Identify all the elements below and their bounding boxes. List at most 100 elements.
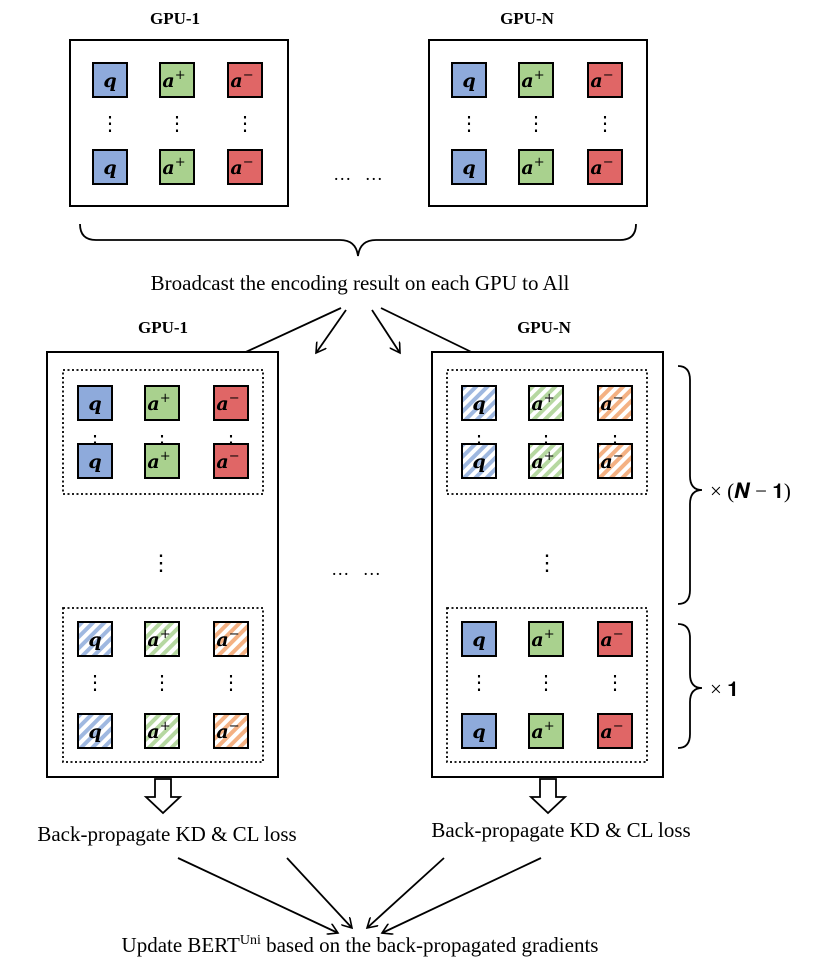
cell-a-plus (528, 621, 564, 657)
vdots-glyph: ⋮ (100, 113, 120, 135)
brace-one (677, 623, 703, 749)
cell-symbol: q (88, 451, 101, 473)
cell-symbol: q (472, 451, 485, 473)
top-brace (79, 223, 637, 257)
cell-a-plus (144, 621, 180, 657)
backprop-text-right: Back-propagate KD & CL loss (431, 818, 690, 842)
cell-a-plus (159, 62, 195, 98)
cell-a-plus (528, 443, 564, 479)
broadcast-arrow-3 (371, 309, 400, 353)
cell-a-plus (144, 713, 180, 749)
bottom-gpun-box (431, 351, 664, 778)
cell-symbol: q (88, 721, 101, 743)
bottom-gpu1-label: GPU-1 (138, 318, 188, 337)
update-text: Update BERTUni based on the back-propaga… (122, 933, 599, 957)
bottom-hdots: … … (331, 559, 381, 579)
cell-a-minus (213, 385, 249, 421)
cell-q (77, 713, 113, 749)
update-suffix: based on the back-propagated gradients (261, 933, 599, 957)
backprop-arrow-left (143, 778, 183, 815)
cell-q (451, 149, 487, 185)
bottom-gpun-label: GPU-N (517, 318, 572, 337)
cell-a-plus (528, 713, 564, 749)
bottom-gpu1-lower-grid: q⋮qa+⋮a+a−⋮a− (77, 621, 249, 749)
cell-a-plus (159, 149, 195, 185)
cell-q (461, 385, 497, 421)
cell-symbol: q (472, 721, 485, 743)
cell-q (461, 443, 497, 479)
cell-q (77, 385, 113, 421)
cell-q (77, 621, 113, 657)
cell-a-minus (597, 385, 633, 421)
cell-a-minus (227, 62, 263, 98)
cell-a-plus (144, 443, 180, 479)
cell-q (92, 149, 128, 185)
cell-a-minus (597, 621, 633, 657)
vdots-glyph: ⋮ (85, 672, 105, 694)
backprop-text-left: Back-propagate KD & CL loss (37, 822, 296, 846)
cell-a-plus (144, 385, 180, 421)
cell-symbol: q (103, 157, 116, 179)
backprop-arrow-right (528, 778, 568, 815)
cell-q (92, 62, 128, 98)
bottom-gpu1-lower-group (62, 607, 264, 763)
vdots-glyph: ⋮ (235, 113, 255, 135)
converge-arrow-1 (177, 857, 338, 933)
top-hdots: … … (333, 164, 383, 184)
bottom-gpu1-upper-grid: q⋮qa+⋮a+a−⋮a− (77, 385, 249, 479)
cell-symbol: q (462, 70, 475, 92)
bottom-gpu1-box (46, 351, 279, 778)
cell-q (461, 713, 497, 749)
broadcast-text: Broadcast the encoding result on each GP… (151, 271, 570, 295)
cell-q (451, 62, 487, 98)
vdots-glyph: ⋮ (152, 672, 172, 694)
cell-a-minus (213, 713, 249, 749)
bottom-gpun-upper-grid: q⋮qa+⋮a+a−⋮a− (461, 385, 633, 479)
bottom-gpu1-upper-group (62, 369, 264, 495)
cell-a-minus (213, 621, 249, 657)
cell-a-minus (213, 443, 249, 479)
broadcast-arrow-2 (316, 309, 347, 353)
vdots-glyph: ⋮ (595, 113, 615, 135)
converge-arrow-4 (382, 857, 542, 933)
vdots-glyph: ⋮ (605, 672, 625, 694)
cell-symbol: q (103, 70, 116, 92)
cell-a-plus (528, 385, 564, 421)
vdots-glyph: ⋮ (459, 113, 479, 135)
top-gpun-grid: q⋮qa+⋮a+a−⋮a− (451, 62, 623, 185)
top-gpun-label: GPU-N (500, 9, 555, 28)
multiplier-one: × 𝟏 (710, 677, 739, 701)
cell-a-plus (518, 149, 554, 185)
top-gpu1-label: GPU-1 (150, 9, 200, 28)
cell-symbol: q (88, 393, 101, 415)
cell-a-minus (587, 62, 623, 98)
vdots-glyph: ⋮ (536, 672, 556, 694)
update-sup: Uni (240, 933, 261, 948)
update-prefix: Update BERT (122, 933, 240, 957)
bottom-gpun-vdots: ⋮ (536, 550, 558, 575)
bottom-gpun-lower-group (446, 607, 648, 763)
bottom-gpu1-vdots: ⋮ (150, 550, 172, 575)
cell-a-minus (597, 713, 633, 749)
vdots-glyph: ⋮ (469, 672, 489, 694)
cell-symbol: q (472, 629, 485, 651)
cell-q (461, 621, 497, 657)
cell-symbol: q (472, 393, 485, 415)
converge-arrow-2 (286, 857, 352, 928)
cell-a-minus (597, 443, 633, 479)
vdots-glyph: ⋮ (221, 672, 241, 694)
converge-arrow-3 (367, 857, 445, 928)
brace-n-minus-1 (677, 365, 703, 605)
cell-a-plus (518, 62, 554, 98)
vdots-glyph: ⋮ (526, 113, 546, 135)
cell-a-minus (587, 149, 623, 185)
cell-q (77, 443, 113, 479)
cell-symbol: q (462, 157, 475, 179)
multiplier-n-minus-1: × (𝑵 − 𝟏) (710, 479, 791, 503)
cell-symbol: q (88, 629, 101, 651)
top-gpu1-grid: q⋮qa+⋮a+a−⋮a− (92, 62, 263, 185)
bottom-gpun-lower-grid: q⋮qa+⋮a+a−⋮a− (461, 621, 633, 749)
cell-a-minus (227, 149, 263, 185)
bottom-gpun-upper-group (446, 369, 648, 495)
